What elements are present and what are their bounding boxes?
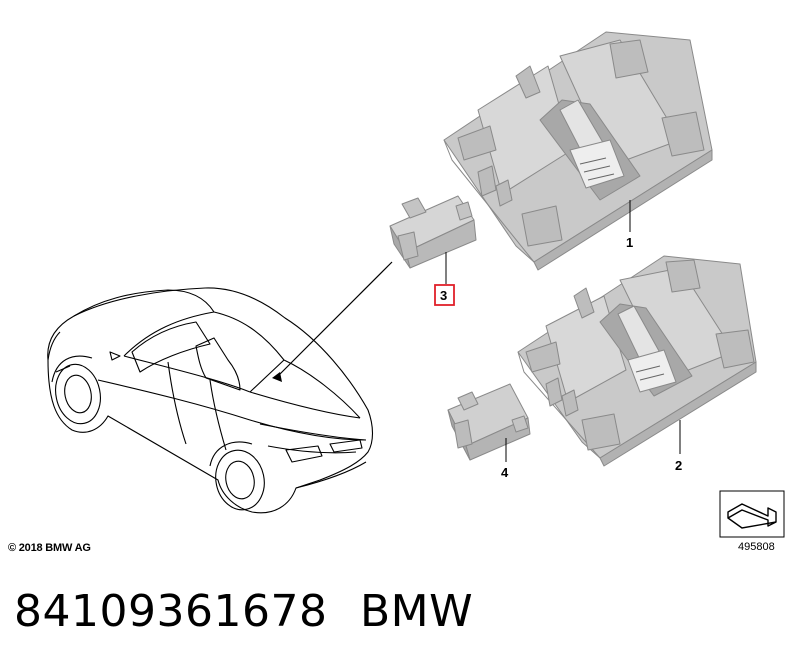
module-part-4 bbox=[447, 383, 531, 461]
diagram-symbol-icon bbox=[719, 490, 785, 538]
part-number: 84109361678 bbox=[14, 586, 328, 637]
leader-line-vehicle bbox=[275, 261, 393, 379]
callout-label-part-2[interactable]: 2 bbox=[675, 458, 682, 473]
diagram-number: 495808 bbox=[738, 541, 775, 553]
callout-highlight-box bbox=[434, 284, 455, 306]
brand-name: BMW bbox=[360, 586, 474, 637]
module-part-3 bbox=[389, 195, 477, 269]
callout-label-part-4[interactable]: 4 bbox=[501, 465, 509, 480]
parts-diagram: 1 3 2 bbox=[47, 31, 785, 538]
callout-label-part-1[interactable]: 1 bbox=[626, 235, 633, 250]
control-unit-part-1 bbox=[443, 31, 713, 271]
control-unit-part-2 bbox=[517, 255, 757, 467]
vehicle-outline bbox=[47, 287, 374, 514]
copyright-notice: © 2018 BMW AG bbox=[8, 542, 91, 554]
callout-label-part-3[interactable]: 3 bbox=[440, 288, 447, 303]
